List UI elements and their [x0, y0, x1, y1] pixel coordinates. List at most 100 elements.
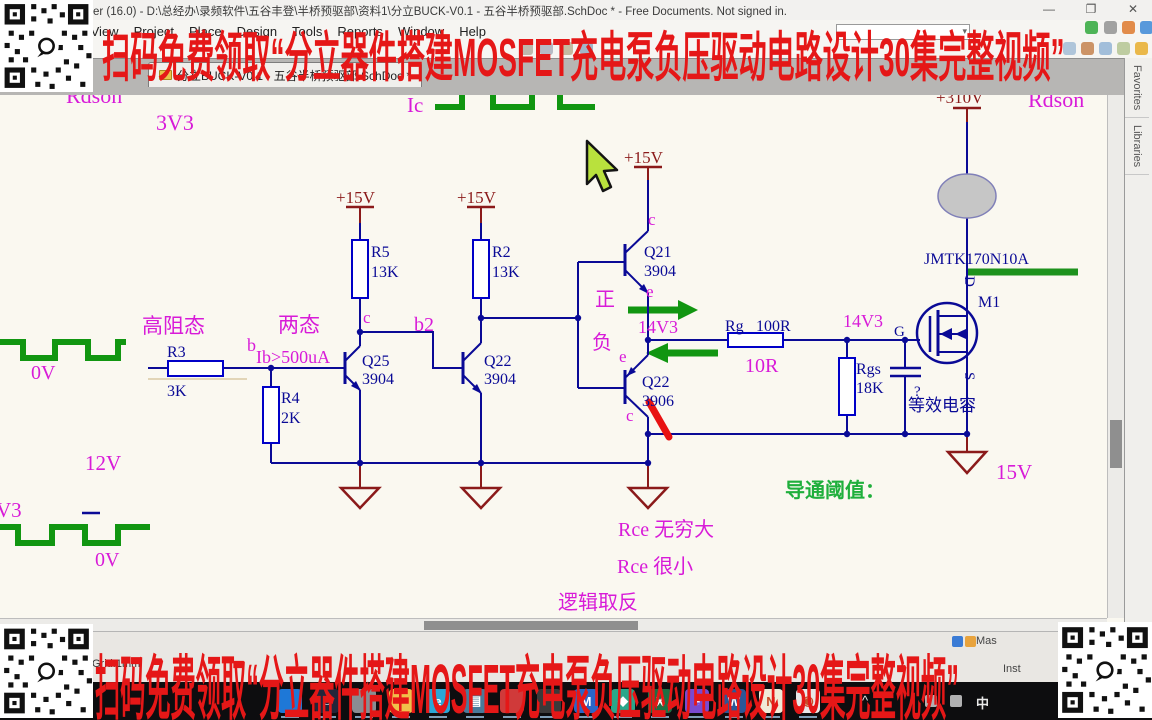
transistor-symbols	[343, 244, 940, 404]
waveform-ic	[435, 87, 595, 110]
schematic-label: 高阻态	[142, 314, 205, 338]
taskbar-photos[interactable]: ◆	[611, 689, 635, 718]
schematic-label: Ic	[407, 93, 423, 117]
vscroll-thumb[interactable]	[1110, 420, 1122, 468]
hscroll-thumb[interactable]	[424, 621, 638, 630]
waveform-input-top	[0, 339, 126, 361]
taskbar-file-explorer[interactable]	[389, 689, 413, 718]
load-ellipse	[937, 173, 997, 219]
path-combo[interactable]: ▾	[836, 24, 970, 40]
junction-dots	[267, 314, 971, 467]
schematic-label: +15V	[624, 148, 664, 167]
schematic-label: Q25	[362, 353, 390, 370]
tray-expand-button[interactable]: ^	[862, 693, 869, 708]
schematic-label: 13K	[492, 264, 520, 281]
schematic-label: 3V3	[156, 110, 194, 135]
status-fragment: Inst	[1003, 663, 1021, 675]
taskbar-app-hidden[interactable]	[537, 689, 561, 718]
globe-icon[interactable]	[1104, 21, 1117, 34]
schematic-label: 0V	[31, 362, 56, 384]
menu-help[interactable]: Help	[459, 24, 486, 39]
resistor-r4	[262, 386, 280, 444]
taskbar-widgets[interactable]: ▤	[463, 689, 487, 718]
taskbar-edge[interactable]: e	[426, 689, 450, 718]
cut-icon[interactable]	[520, 42, 533, 55]
schematic-label: G	[894, 324, 905, 340]
annotate-icon[interactable]	[1117, 42, 1130, 55]
power-ports	[338, 106, 989, 510]
schematic-label: Q22	[642, 374, 670, 391]
paste-icon[interactable]	[560, 42, 573, 55]
capacitor-symbol	[890, 366, 921, 378]
schematic-label: 3K	[167, 383, 187, 400]
taskbar-app-red[interactable]	[500, 689, 524, 718]
schematic-label: 12V	[85, 451, 121, 475]
waveform-traces	[0, 87, 595, 546]
minimize-button[interactable]: —	[1043, 2, 1055, 16]
schematic-label: 导通阈值：	[785, 478, 885, 502]
mask-icon[interactable]	[1081, 42, 1094, 55]
panel-tab-favorites[interactable]: Favorites	[1125, 58, 1149, 119]
undo-icon[interactable]	[580, 42, 593, 55]
window-controls: — ❐ ✕	[1040, 0, 1148, 20]
menu-toolbar-band: tViewProjectPlaceDesignToolsReportsWindo…	[0, 20, 1152, 58]
gnd-symbol	[459, 486, 503, 510]
menu-reports[interactable]: Reports	[337, 24, 383, 39]
schematic-label: 3904	[484, 371, 516, 388]
taskbar-notepad[interactable]: N	[759, 689, 783, 718]
horizontal-scrollbar[interactable]	[0, 618, 1107, 631]
schematic-label: R4	[281, 390, 300, 407]
vertical-scrollbar[interactable]	[1107, 95, 1124, 618]
tray-language-indicator[interactable]: 中	[976, 696, 990, 711]
arrow-left-icon	[646, 343, 668, 363]
menu-project[interactable]: Project	[133, 24, 175, 39]
resistor-r3	[167, 360, 224, 377]
tray-icon[interactable]	[925, 695, 937, 707]
taskbar-paint[interactable]: ◔	[685, 689, 709, 718]
home-icon[interactable]	[1122, 21, 1135, 34]
panel-tab-libraries[interactable]: Libraries	[1125, 118, 1149, 176]
schematic-label: R5	[371, 244, 390, 261]
compare-icon[interactable]	[1140, 21, 1152, 34]
gnd-symbol	[945, 450, 989, 475]
filter-icon[interactable]	[1063, 42, 1076, 55]
schematic-label: S	[961, 372, 977, 380]
menu-view[interactable]: View	[90, 24, 119, 39]
schematic-label: 10R	[745, 355, 779, 377]
menu-design[interactable]: Design	[236, 24, 278, 39]
mouse-cursor-icon	[585, 139, 619, 193]
menu-tools[interactable]: Tools	[292, 24, 323, 39]
grid-icon[interactable]	[1099, 42, 1112, 55]
schematic-label: +15V	[457, 188, 497, 207]
menu-place[interactable]: Place	[189, 24, 222, 39]
taskbar-app-mail[interactable]: M	[574, 689, 598, 718]
refresh-icon[interactable]	[1085, 21, 1098, 34]
copy-icon[interactable]	[540, 42, 553, 55]
schematic-label: b	[247, 335, 256, 355]
taskbar-word[interactable]: W	[722, 689, 746, 718]
gnd-symbol	[626, 486, 670, 510]
taskbar-app-recorder[interactable]	[352, 689, 376, 718]
promo-banner-top: 扫码免费领取“分立器件搭建MOSFET充电泵负压驱动电路设计30集完整视频”	[102, 28, 1065, 88]
close-button[interactable]: ✕	[1127, 2, 1139, 16]
taskbar-chrome[interactable]: ◉	[796, 689, 820, 718]
document-tab[interactable]: 分立BUCK-V0.1 - 五谷半桥预驱部.SchDoc *	[148, 62, 423, 87]
taskbar-app-browser-dark[interactable]: ○	[315, 689, 339, 718]
tag-d1-icon[interactable]	[1135, 42, 1148, 55]
schematic-label: Ib>500uA	[256, 347, 330, 367]
menu-window[interactable]: Window	[397, 24, 445, 39]
taskbar-excel[interactable]: X	[648, 689, 672, 718]
schematic-label: c	[648, 210, 656, 229]
schematic-label: Rce 无穷大	[618, 518, 714, 541]
maximize-button[interactable]: ❐	[1085, 2, 1097, 16]
schematic-label: ?	[914, 384, 921, 400]
tray-icon[interactable]	[950, 695, 962, 707]
schematic-label: +15V	[336, 188, 376, 207]
qr-code	[0, 0, 93, 92]
taskbar-app-messenger[interactable]	[278, 689, 302, 718]
red-slash-annotation	[645, 398, 673, 441]
